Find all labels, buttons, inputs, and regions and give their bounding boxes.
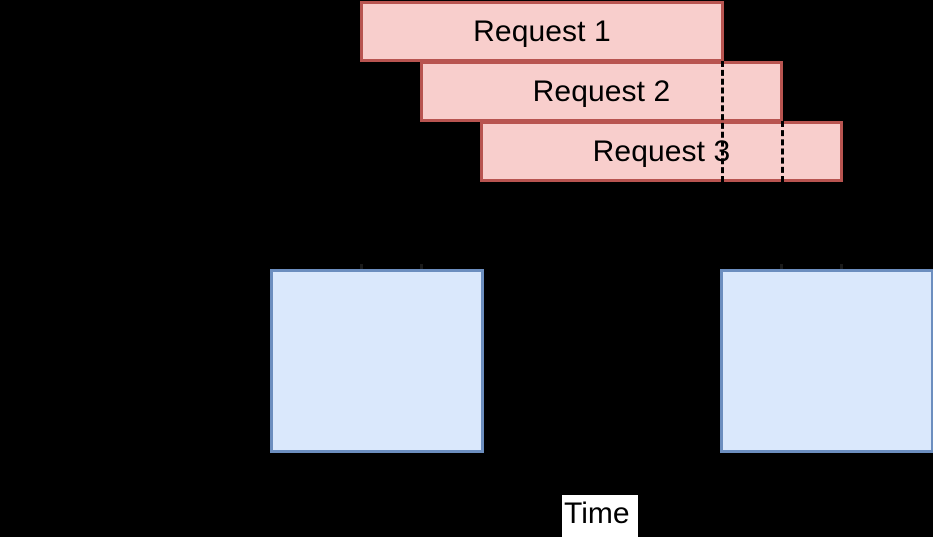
batch-box-left[interactable] [270,269,484,453]
guide-tick-1 [360,264,363,272]
request-bar-1[interactable]: Request 1 [360,1,724,62]
request-bar-3[interactable]: Request 3 [480,121,843,182]
guide-tick-4 [840,264,843,272]
request-bar-3-label: Request 3 [592,134,731,168]
batch-box-right[interactable] [720,269,933,453]
request-bar-2-label: Request 2 [532,74,671,108]
request-bar-2[interactable]: Request 2 [420,61,783,122]
time-axis-label: Time [562,495,638,537]
guide-line-1 [721,61,724,182]
guide-tick-3 [780,264,783,272]
guide-line-2 [781,121,784,182]
request-bar-1-label: Request 1 [473,14,611,48]
guide-tick-2 [420,264,423,272]
